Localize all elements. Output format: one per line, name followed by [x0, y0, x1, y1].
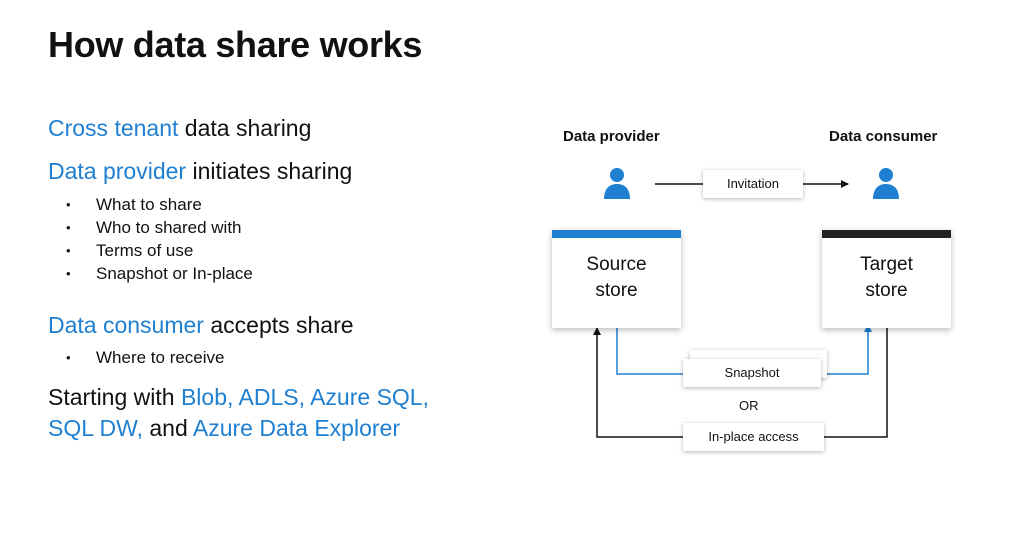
starting-mid: and	[143, 415, 193, 441]
consumer-accent: Data consumer	[48, 312, 204, 338]
provider-bullet: What to share	[66, 193, 253, 216]
page-title: How data share works	[48, 24, 423, 65]
cross-tenant-line: Cross tenant data sharing	[48, 115, 311, 142]
provider-bullet: Snapshot or In-place	[66, 262, 253, 285]
consumer-rest: accepts share	[203, 312, 354, 338]
consumer-bullet-list: Where to receive	[66, 346, 225, 369]
data-consumer-label: Data consumer	[829, 128, 938, 145]
starting-accent-2: SQL DW,	[48, 415, 143, 441]
source-store-line-1: Source	[586, 254, 647, 275]
starting-line-1: Starting with Blob, ADLS, Azure SQL,	[48, 384, 429, 411]
consumer-line: Data consumer accepts share	[48, 312, 354, 339]
target-store-line-1: Target	[860, 254, 913, 275]
inplace-access-tag: In-place access	[683, 423, 824, 451]
snapshot-path-left	[616, 320, 690, 375]
consumer-bullet: Where to receive	[66, 346, 225, 369]
provider-bullet: Terms of use	[66, 239, 253, 262]
starting-accent-3: Azure Data Explorer	[192, 415, 400, 441]
inplace-path-right	[824, 320, 888, 438]
provider-line: Data provider initiates sharing	[48, 158, 352, 185]
target-store-box: Target store	[822, 230, 951, 328]
starting-line-2: SQL DW, and Azure Data Explorer	[48, 415, 400, 442]
starting-prefix: Starting with	[48, 384, 181, 410]
inplace-path-left	[593, 327, 683, 438]
provider-rest: initiates sharing	[186, 158, 353, 184]
cross-tenant-rest: data sharing	[178, 115, 312, 141]
source-store-line-2: store	[595, 280, 638, 301]
or-label: OR	[739, 398, 759, 413]
data-provider-label: Data provider	[563, 128, 660, 145]
provider-person-icon	[604, 168, 630, 199]
provider-bullet: Who to shared with	[66, 216, 253, 239]
source-store-box: Source store	[552, 230, 681, 328]
cross-tenant-accent: Cross tenant	[48, 115, 179, 141]
starting-accent-1: Blob, ADLS, Azure SQL,	[180, 384, 429, 410]
provider-accent: Data provider	[48, 158, 187, 184]
provider-bullet-list: What to share Who to shared with Terms o…	[66, 193, 253, 285]
consumer-person-icon	[873, 168, 899, 199]
invitation-tag: Invitation	[703, 170, 803, 198]
snapshot-tag: Snapshot	[683, 359, 821, 387]
target-store-line-2: store	[865, 280, 908, 301]
snapshot-path-right	[825, 324, 872, 375]
